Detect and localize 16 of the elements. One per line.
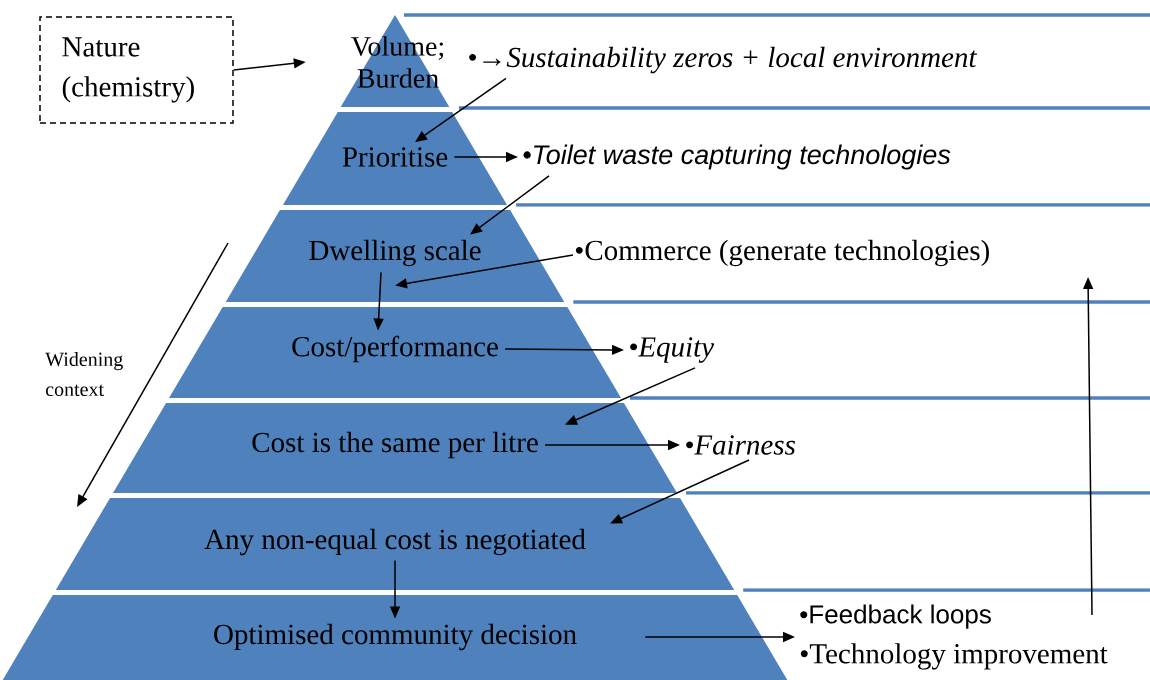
bullet-item: •Equity [630,337,715,363]
arrow [470,175,550,235]
pyramid-band: Dwelling scale [225,210,565,302]
pyramid-band: Any non-equal cost is negotiated [55,498,735,590]
bullet-item: •Fairness [686,435,795,455]
pyramid-band: Cost/performance [169,307,621,398]
context-label: Widening context [45,351,123,397]
dashed-box: Nature (chemistry) [39,16,234,124]
arrow [415,77,507,142]
bullet-item: •→Sustainability zeros + local environment [469,46,978,74]
bullet-item: •Toilet waste capturing technologies [523,144,951,170]
pyramid-band: Prioritise [282,112,508,205]
pyramid-band: Cost is the same per litre [113,403,677,493]
bullet-list: •Feedback loops •Technology improvement [800,604,1108,670]
bullet-item: •Commerce (generate technologies) [575,239,989,267]
pyramid-band: Optimised community decision [2,595,788,680]
